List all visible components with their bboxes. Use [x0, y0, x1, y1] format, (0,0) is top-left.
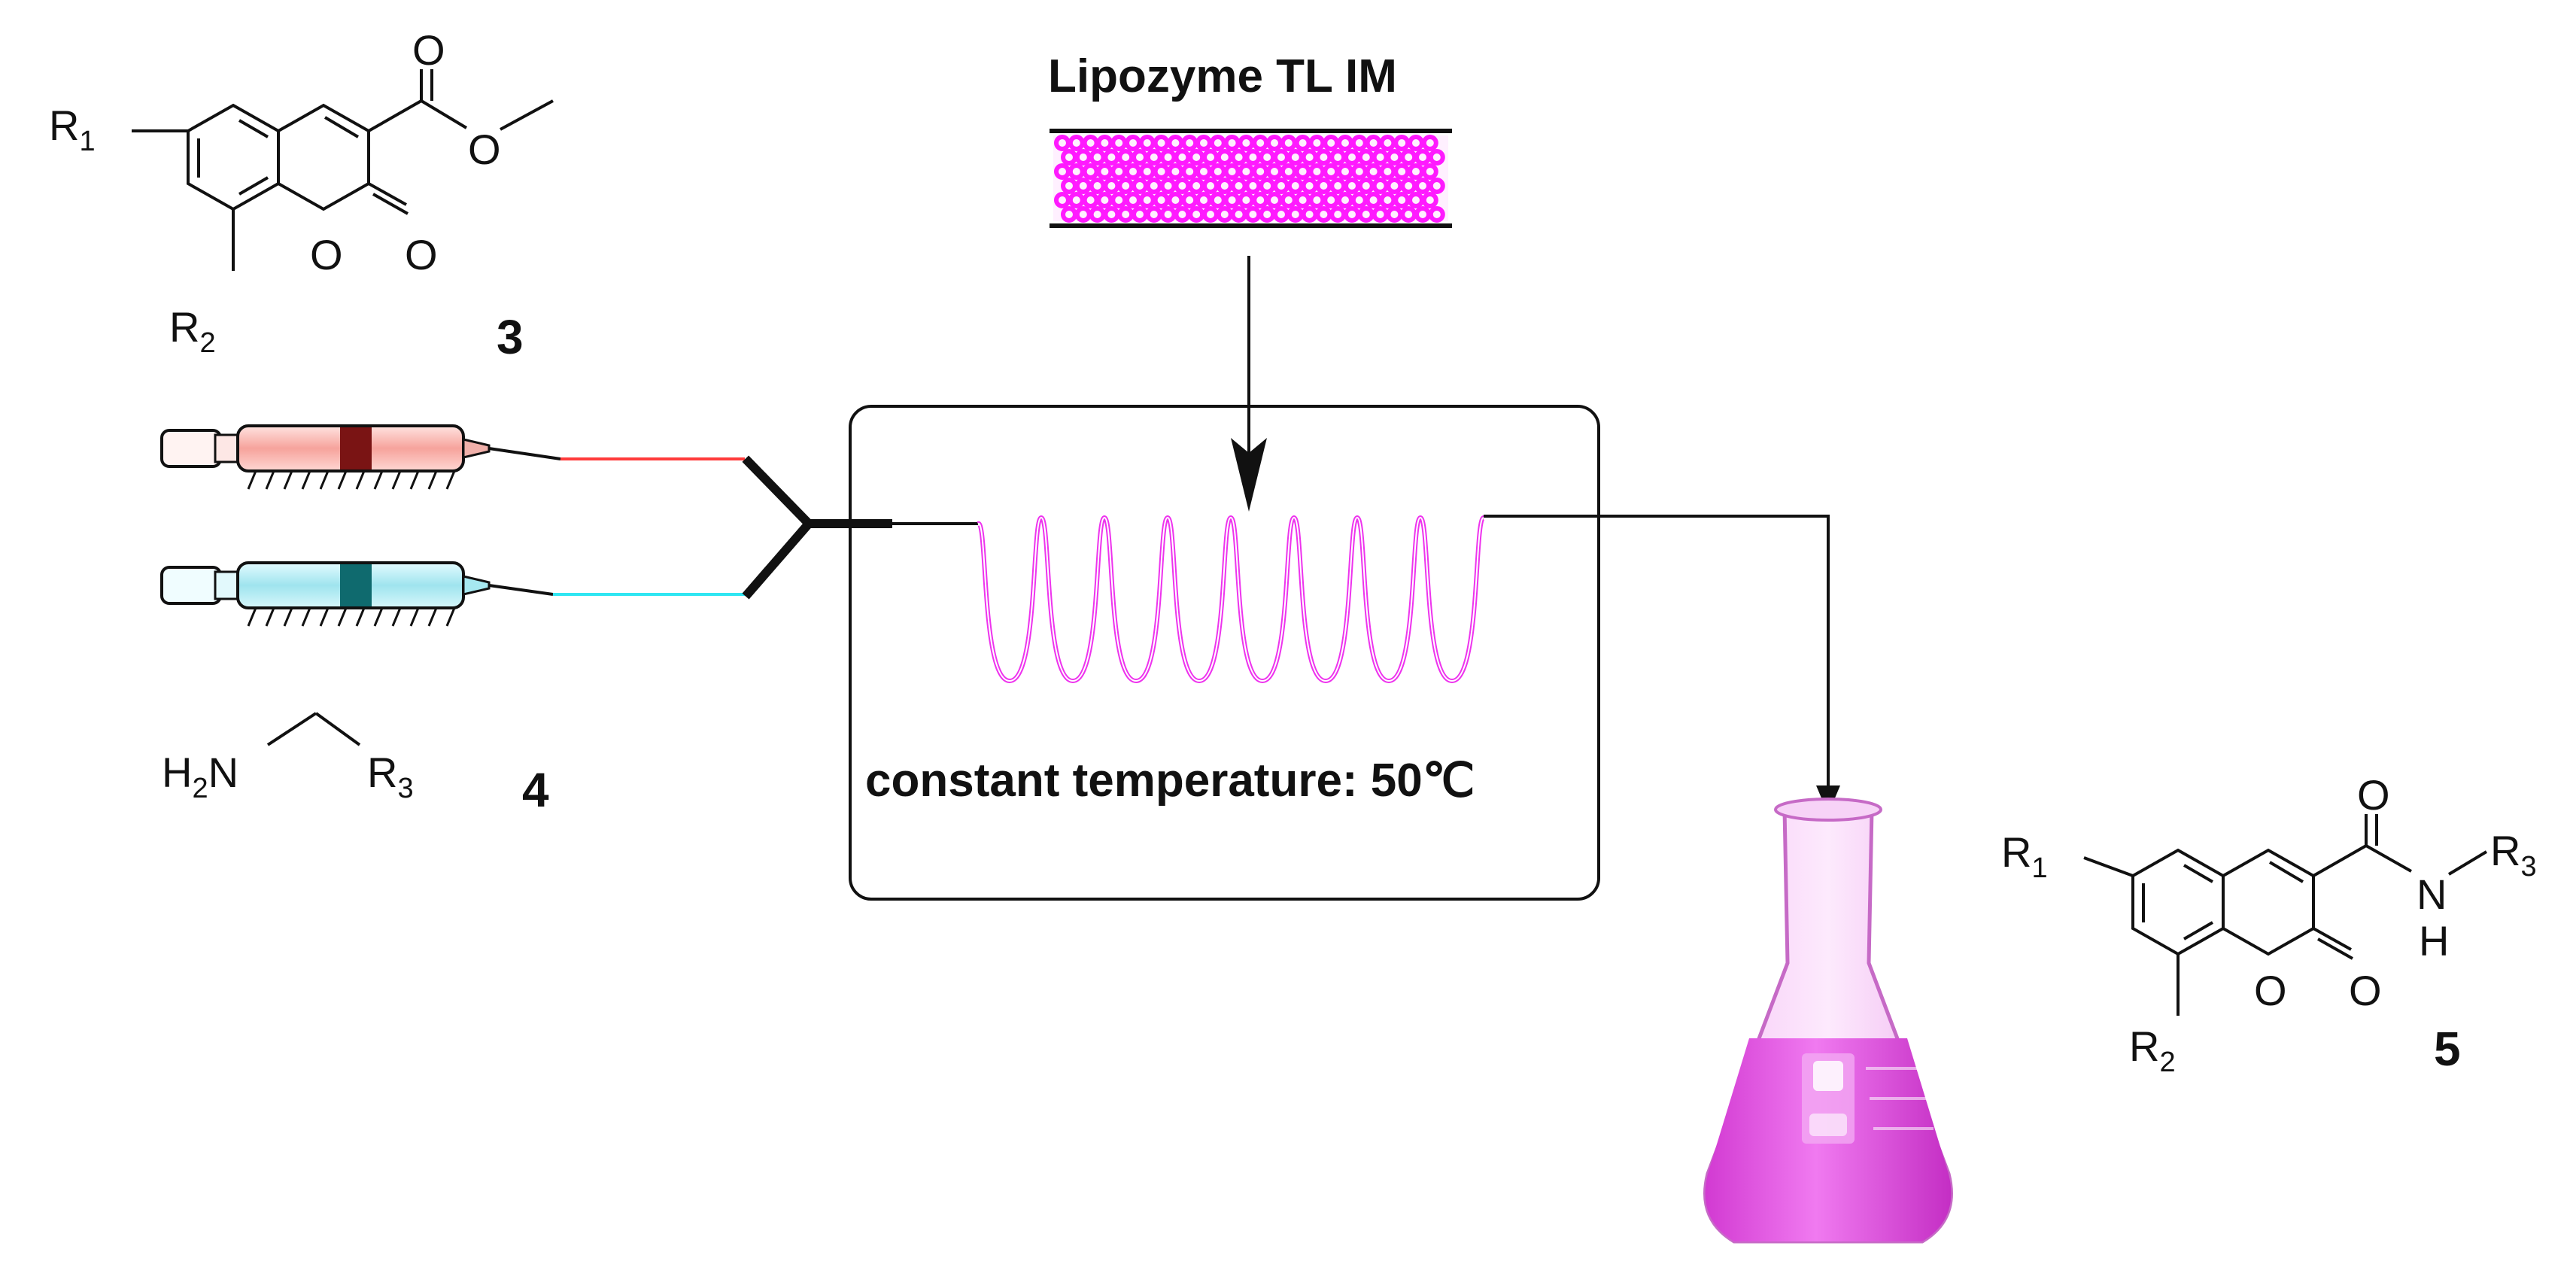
- enzyme-arrow-head: [1231, 438, 1267, 512]
- syringe-red: [160, 424, 561, 490]
- compound-number-5: 5: [2434, 1022, 2461, 1076]
- ester-ring-oxygen: O: [310, 231, 343, 278]
- compound-4-amine: H2N R3 4: [162, 712, 549, 817]
- enzyme-label: Lipozyme TL IM: [1048, 50, 1397, 102]
- ester-pyranone-ring: [278, 103, 370, 211]
- reactor-box: [849, 405, 1600, 901]
- compound-number-4: 4: [522, 763, 549, 817]
- amide-nh-hydrogen: H: [2419, 917, 2449, 965]
- y-mixer: [742, 455, 892, 600]
- amine-r3-label: R3: [367, 749, 414, 804]
- enzyme-bead: [1428, 149, 1445, 166]
- amide-nitrogen: N: [2417, 871, 2447, 918]
- ester-carbonyl-oxygen: O: [412, 26, 445, 74]
- reactor-coil-highlight: [977, 516, 1484, 682]
- erlenmeyer-flask: [1703, 798, 1953, 1244]
- ester-lactone-oxygen: O: [405, 231, 438, 278]
- enzyme-bead: [1421, 163, 1438, 180]
- amide-r1-label: R1: [2001, 828, 2048, 884]
- reactor-coil-path: [976, 515, 1486, 684]
- enzyme-bead: [1428, 206, 1445, 223]
- amide-carbonyl-oxygen: O: [2357, 771, 2390, 819]
- enzyme-bead: [1428, 178, 1445, 194]
- reactor-coil: [976, 515, 1486, 684]
- compound-3-labels: R1 R2 O O O O 3: [49, 26, 524, 364]
- enzyme-bead: [1421, 192, 1438, 208]
- compound-number-3: 3: [497, 310, 524, 364]
- compound-5-amide: [2083, 814, 2488, 1016]
- temperature-unit: ℃: [1423, 755, 1475, 807]
- amide-r2-label: R2: [2129, 1022, 2176, 1078]
- amide-benzene-ring: [2131, 848, 2225, 956]
- ester-ether-oxygen: O: [468, 126, 501, 173]
- syringe-cyan: [160, 561, 554, 627]
- amide-lactone-oxygen: O: [2349, 967, 2382, 1014]
- enzyme-bead: [1421, 135, 1438, 151]
- amide-r3-label: R3: [2490, 827, 2537, 883]
- ester-r1-label: R1: [49, 102, 96, 157]
- compound-3-ester: [132, 69, 554, 271]
- ester-benzene-ring: [187, 103, 280, 211]
- ester-r2-label: R2: [169, 303, 216, 359]
- enzyme-packed-bed: [1050, 129, 1452, 228]
- compound-5-labels: R1 R2 R3 O N H O O 5: [2001, 771, 2537, 1078]
- amide-pyranone-ring: [2222, 848, 2315, 956]
- amide-ring-oxygen: O: [2254, 967, 2287, 1014]
- amine-h2n-label: H2N: [162, 749, 238, 804]
- outlet-line: [1484, 515, 1830, 792]
- temperature-label: constant temperature: 50℃: [865, 755, 1475, 807]
